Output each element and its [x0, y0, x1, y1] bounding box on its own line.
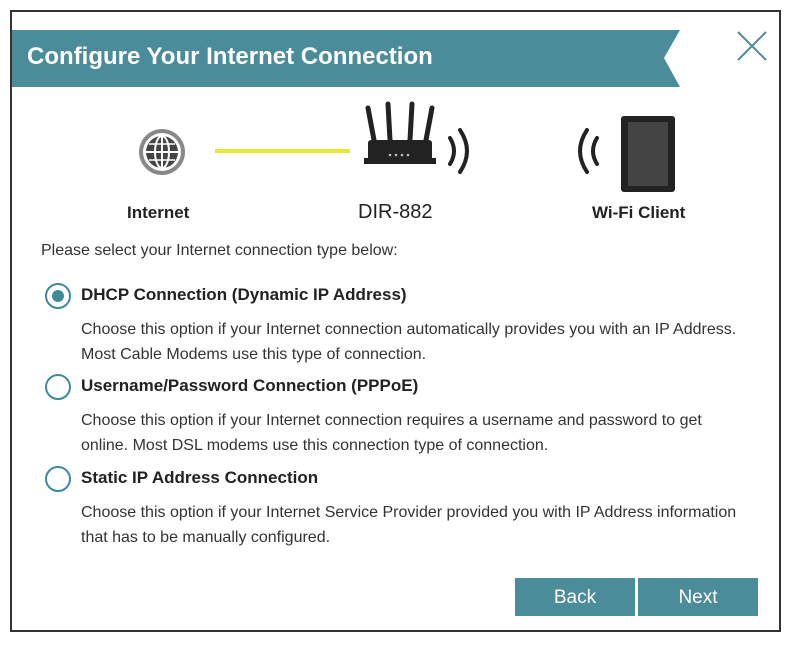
title-banner: Configure Your Internet Connection [12, 30, 682, 87]
setup-wizard-dialog: Configure Your Internet Connection [10, 10, 781, 632]
option-description: Choose this option if your Internet conn… [81, 321, 737, 363]
internet-label: Internet [127, 203, 190, 222]
client-label: Wi-Fi Client [592, 203, 686, 222]
connection-diagram [139, 101, 675, 192]
option-description: Choose this option if your Internet Serv… [81, 504, 737, 546]
radio-dhcp[interactable] [45, 283, 71, 309]
radio-pppoe[interactable] [45, 374, 71, 400]
globe-icon [139, 129, 185, 175]
router-icon [364, 101, 436, 164]
close-icon[interactable] [732, 26, 772, 66]
option-description: Choose this option if your Internet conn… [81, 412, 702, 454]
dialog-title: Configure Your Internet Connection [27, 43, 433, 70]
banner-shape [12, 30, 680, 87]
option-title: DHCP Connection (Dynamic IP Address) [81, 285, 407, 304]
option-title: Static IP Address Connection [81, 468, 319, 487]
option-title: Username/Password Connection (PPPoE) [81, 376, 419, 395]
wifi-signal-in-icon [578, 128, 599, 174]
next-button[interactable]: Next [638, 578, 758, 616]
wifi-signal-out-icon [448, 128, 469, 174]
back-button[interactable]: Back [515, 578, 635, 616]
radio-static-ip[interactable] [45, 466, 71, 492]
tablet-icon [621, 116, 675, 192]
intro-text: Please select your Internet connection t… [41, 242, 398, 259]
router-label: DIR-882 [358, 201, 433, 223]
